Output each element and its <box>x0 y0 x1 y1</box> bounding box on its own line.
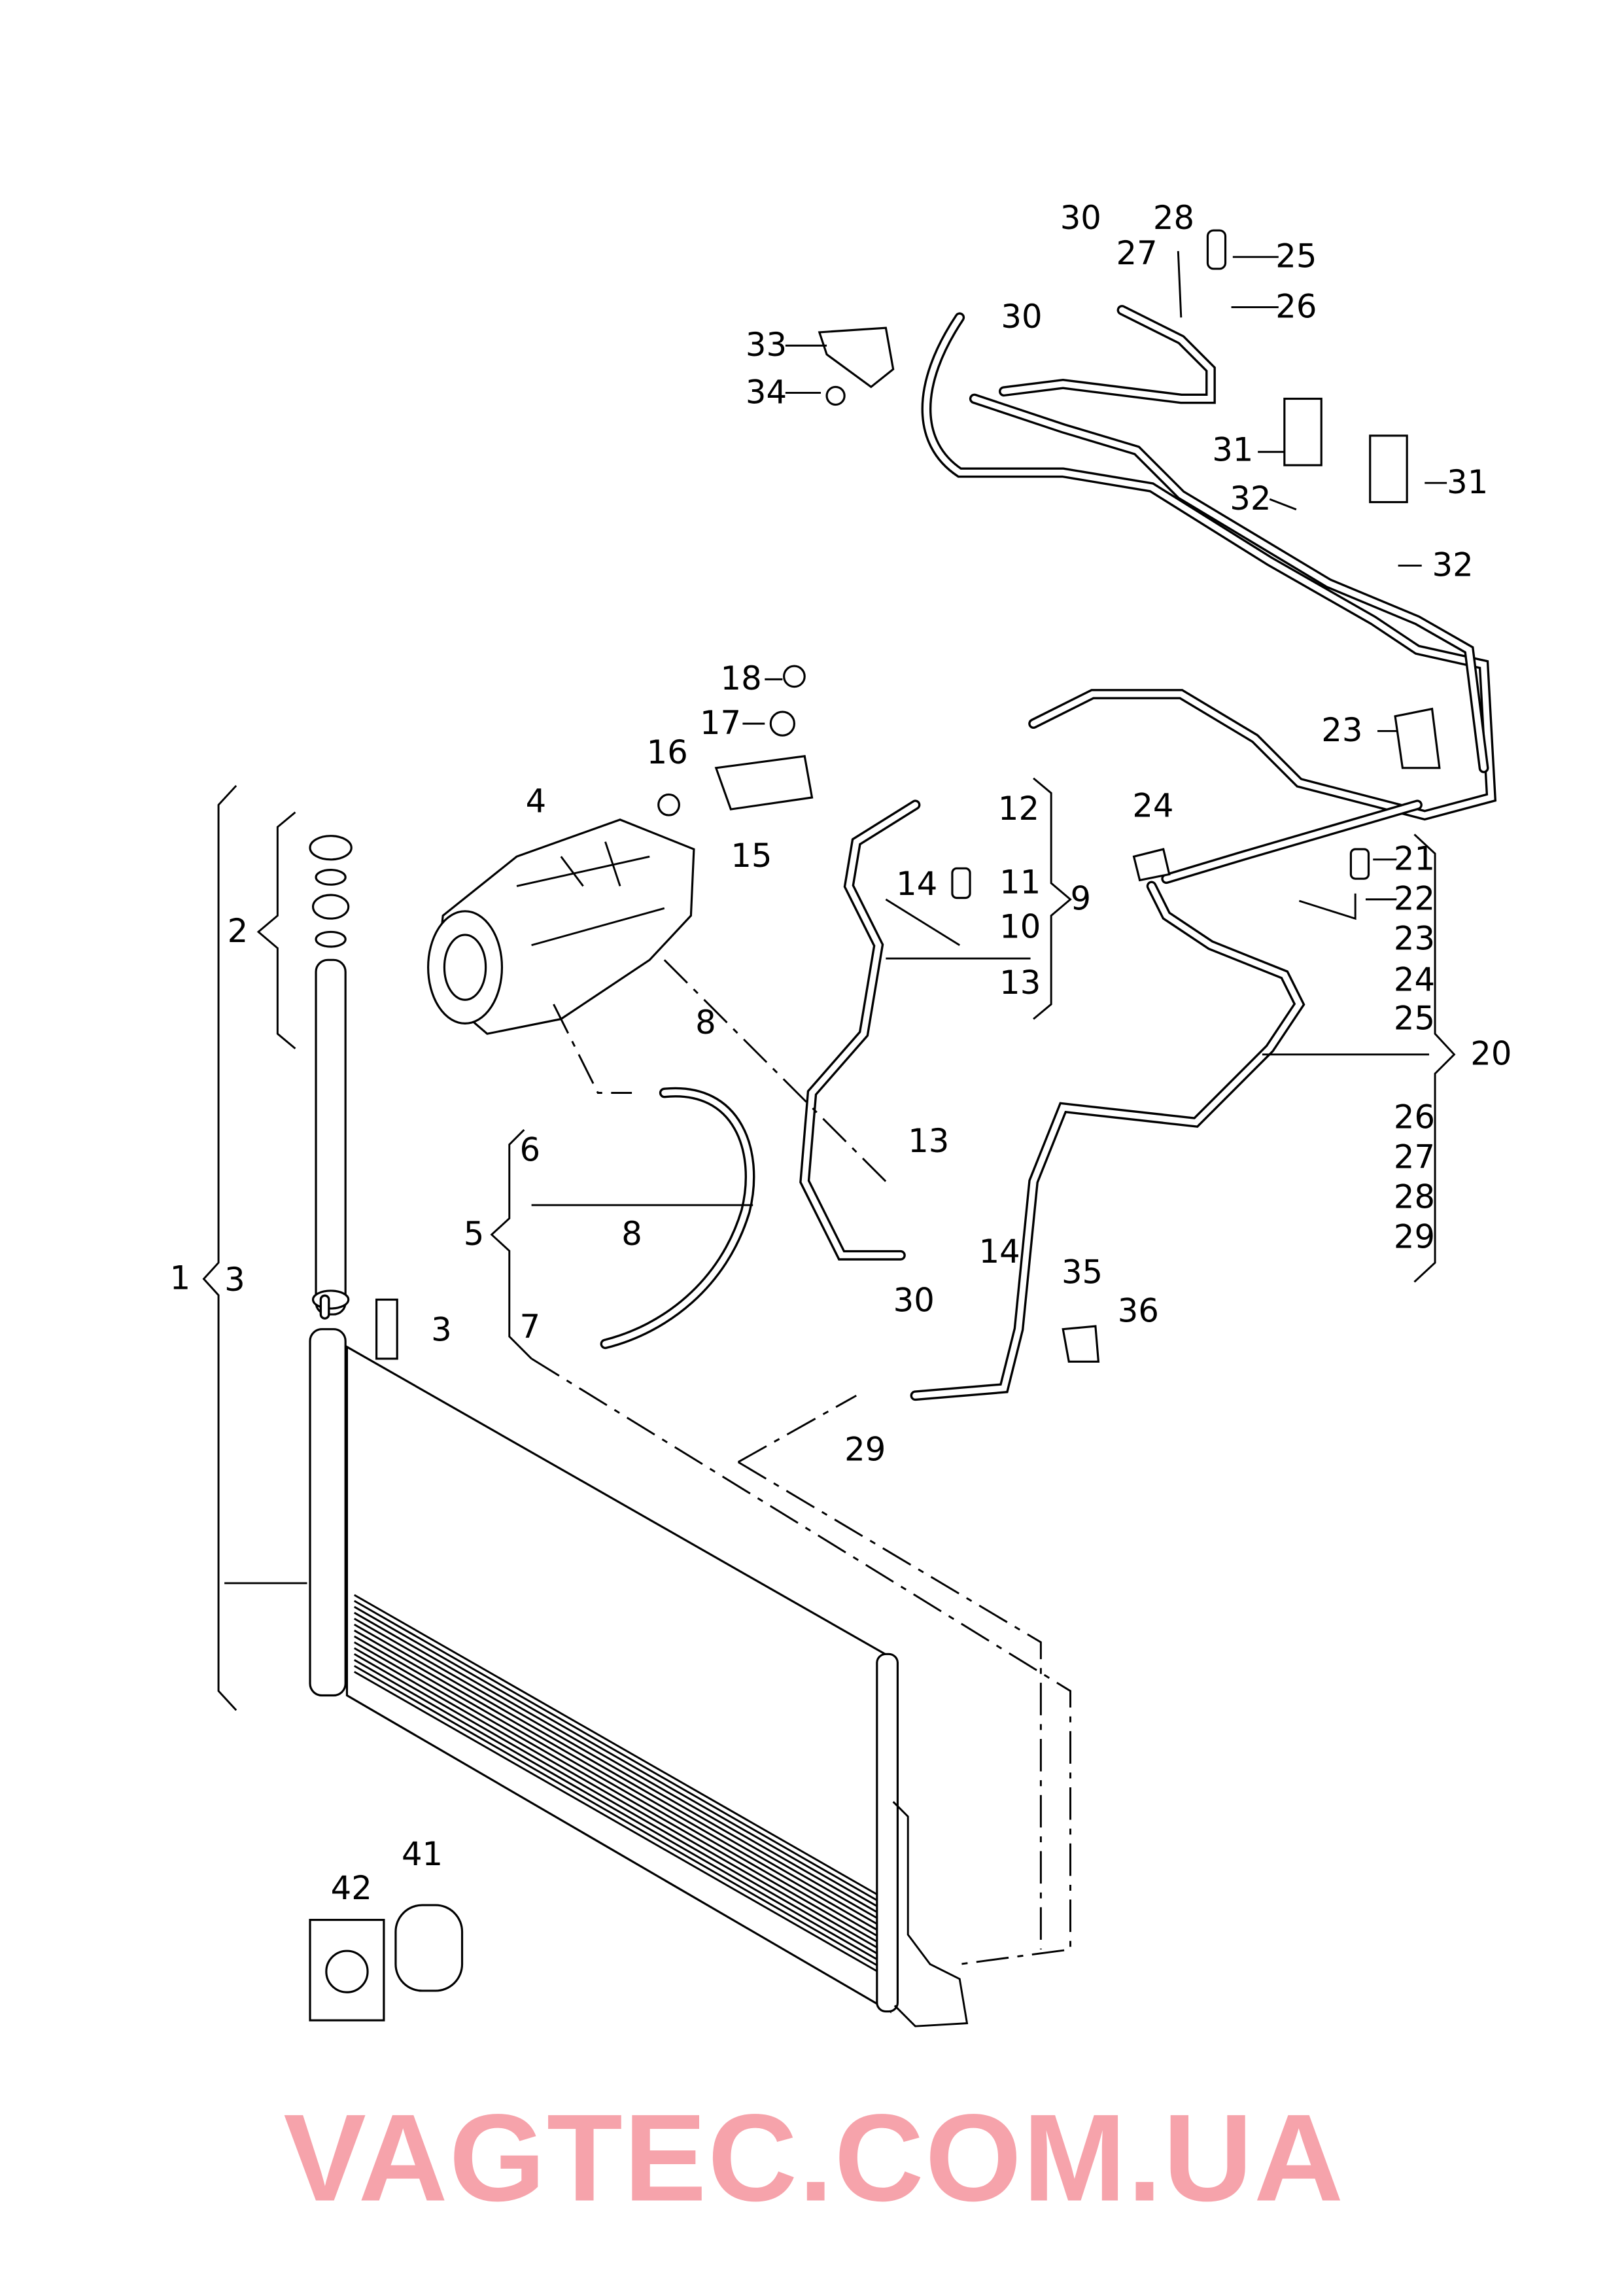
callout-30: 30 <box>1001 298 1042 336</box>
refrigerant-lines <box>319 305 1497 1401</box>
callout-10: 10 <box>999 907 1041 945</box>
refrigerant-line-3 <box>1001 307 1214 402</box>
callout-30: 30 <box>893 1282 935 1320</box>
callout-17: 17 <box>700 704 741 742</box>
receiver-drier <box>309 835 353 1316</box>
callout-31: 31 <box>1212 430 1253 468</box>
callout-6: 6 <box>520 1130 541 1168</box>
callout-23: 23 <box>1321 711 1362 749</box>
callout-16: 16 <box>647 733 688 771</box>
condenser-fin <box>354 1671 884 1976</box>
condenser-fin <box>354 1647 884 1952</box>
callout-26: 26 <box>1394 1098 1435 1136</box>
callout-15: 15 <box>731 837 772 875</box>
brackets <box>309 229 1441 2022</box>
callout-20: 20 <box>1470 1035 1512 1073</box>
leader-lines <box>202 251 1456 1711</box>
callout-9: 9 <box>1071 880 1092 918</box>
callout-26: 26 <box>1275 287 1317 325</box>
condenser-fin <box>354 1629 884 1935</box>
refrigerant-line-6 <box>1163 801 1421 882</box>
connection-dash-lines <box>530 959 1071 1965</box>
condenser-fin <box>354 1635 884 1940</box>
callout-13: 13 <box>908 1122 949 1160</box>
callout-32: 32 <box>1230 480 1271 517</box>
condenser-fin <box>354 1594 884 1899</box>
callout-34: 34 <box>746 373 787 411</box>
refrigerant-line-1 <box>923 314 1494 818</box>
callout-33: 33 <box>746 326 787 364</box>
callout-8: 8 <box>621 1215 642 1253</box>
callout-24: 24 <box>1132 786 1173 824</box>
ac-compressor <box>427 818 695 1035</box>
callout-42: 42 <box>331 1869 372 1907</box>
refrigerant-line-2 <box>971 395 1487 771</box>
callout-24: 24 <box>1394 961 1435 999</box>
condenser-fin <box>354 1641 884 1946</box>
condenser-fin <box>354 1659 884 1964</box>
condenser-fin <box>354 1623 884 1929</box>
condenser-fin <box>354 1600 884 1905</box>
condenser-fin <box>354 1617 884 1923</box>
callout-32: 32 <box>1432 546 1474 584</box>
refrigerant-line-5 <box>910 881 1305 1401</box>
condenser <box>309 1298 969 2027</box>
callout-35: 35 <box>1062 1253 1103 1291</box>
condenser-fin <box>354 1653 884 1958</box>
refrigerant-line-5 <box>912 883 1303 1399</box>
callout-18: 18 <box>721 659 762 697</box>
callout-27: 27 <box>1394 1138 1435 1176</box>
callout-11: 11 <box>999 864 1041 902</box>
callout-4: 4 <box>526 782 547 820</box>
callout-27: 27 <box>1116 234 1157 272</box>
callout-1: 1 <box>170 1259 191 1297</box>
callout-41: 41 <box>402 1835 443 1873</box>
callout-25: 25 <box>1394 999 1435 1037</box>
callout-3: 3 <box>224 1261 245 1299</box>
callout-31: 31 <box>1447 463 1488 501</box>
callout-7: 7 <box>520 1308 541 1346</box>
condenser-fin <box>354 1611 884 1917</box>
callout-14: 14 <box>896 865 937 903</box>
callout-29: 29 <box>844 1431 886 1469</box>
refrigerant-line-7 <box>602 1089 753 1347</box>
callout-21: 21 <box>1394 840 1435 878</box>
callout-25: 25 <box>1275 237 1317 275</box>
callout-5: 5 <box>464 1215 485 1253</box>
callout-2: 2 <box>228 912 249 950</box>
callout-13: 13 <box>999 964 1041 1002</box>
condenser-fin <box>354 1665 884 1970</box>
callout-8: 8 <box>695 1004 716 1042</box>
callout-36: 36 <box>1118 1291 1159 1329</box>
callout-14: 14 <box>979 1233 1020 1270</box>
condenser-fin <box>354 1605 884 1911</box>
callout-28: 28 <box>1153 199 1194 237</box>
callout-12: 12 <box>998 790 1039 828</box>
watermark: VAGTEC.COM.UA <box>283 2089 1343 2228</box>
callout-3: 3 <box>431 1311 452 1349</box>
callout-28: 28 <box>1394 1178 1435 1216</box>
refrigerant-line-4 <box>801 801 919 1259</box>
callout-30: 30 <box>1060 199 1101 237</box>
callout-22: 22 <box>1394 880 1435 918</box>
callout-29: 29 <box>1394 1218 1435 1256</box>
callout-23: 23 <box>1394 920 1435 958</box>
